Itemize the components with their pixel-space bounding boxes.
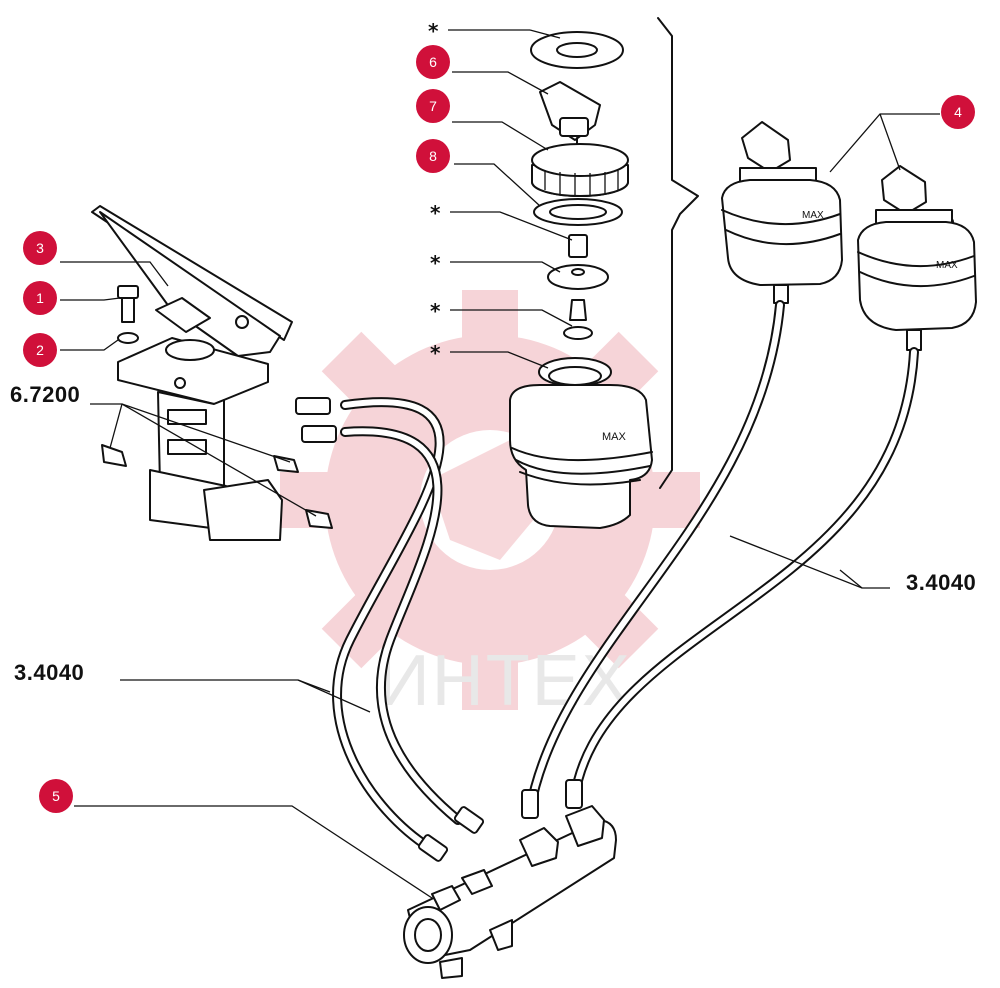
leader-lines [60, 29, 940, 899]
reservoir-exploded: MAX [509, 31, 653, 529]
svg-text:1: 1 [36, 290, 44, 306]
group-bracket [657, 17, 699, 489]
svg-text:2: 2 [36, 342, 44, 358]
asterisk-4: * [430, 299, 441, 323]
ref-hoses-right: 3.4040 [906, 570, 976, 595]
asterisk-1: * [428, 19, 439, 43]
callout-7: 7 [416, 89, 450, 123]
asterisk-2: * [430, 201, 441, 225]
master-cylinder [403, 805, 617, 979]
asterisk-markers: * * * * * [428, 19, 441, 365]
svg-text:6: 6 [429, 54, 437, 70]
callout-2: 2 [23, 333, 57, 367]
callout-4: 4 [941, 95, 975, 129]
callout-6: 6 [416, 45, 450, 79]
svg-text:4: 4 [954, 104, 962, 120]
svg-text:5: 5 [52, 788, 60, 804]
svg-text:MAX: MAX [802, 210, 824, 221]
hoses [295, 300, 919, 862]
ref-pedal-unit: 6.7200 [10, 382, 80, 407]
callout-3: 3 [23, 231, 57, 265]
watermark-text: ИНТЕХ [378, 641, 632, 721]
svg-text:MAX: MAX [602, 431, 627, 443]
svg-text:MAX: MAX [936, 260, 958, 271]
reservoir-pair: MAX MAX [721, 121, 977, 351]
ref-hoses-left: 3.4040 [14, 660, 84, 685]
svg-text:8: 8 [429, 148, 437, 164]
callout-5: 5 [39, 779, 73, 813]
callout-1: 1 [23, 281, 57, 315]
asterisk-5: * [430, 341, 441, 365]
callout-8: 8 [416, 139, 450, 173]
asterisk-3: * [430, 251, 441, 275]
svg-text:3: 3 [36, 240, 44, 256]
pedal-assembly [91, 205, 333, 541]
svg-text:7: 7 [429, 98, 437, 114]
